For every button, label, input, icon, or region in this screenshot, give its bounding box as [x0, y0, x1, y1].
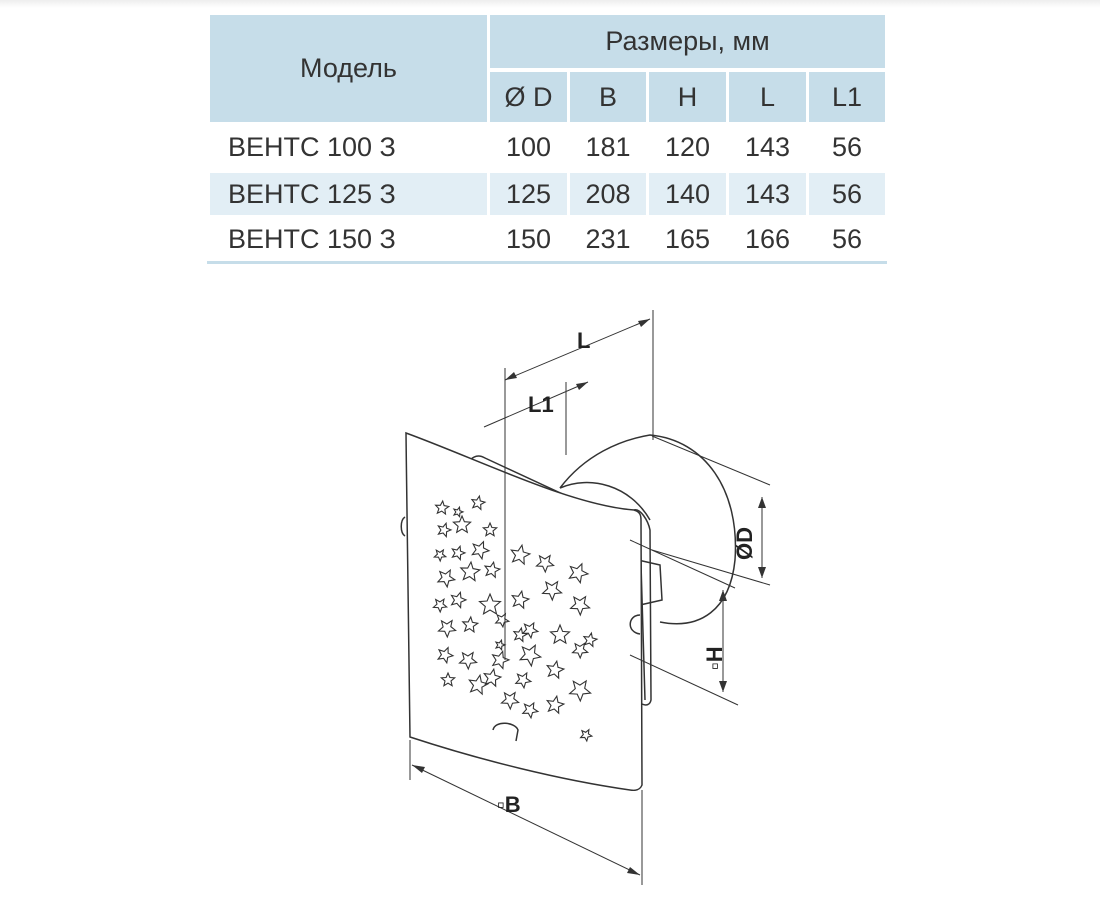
star-cutout — [535, 554, 555, 574]
star-cutout — [569, 595, 591, 617]
star-cutout — [512, 626, 529, 643]
star-cutout — [510, 543, 532, 566]
star-cutout — [521, 701, 540, 720]
star-cutout — [521, 621, 540, 640]
table-cell: 120 — [664, 132, 711, 162]
sizes-group-header: Размеры, мм — [490, 15, 885, 68]
table-cell: 140 — [649, 173, 726, 215]
star-cutout — [471, 540, 491, 561]
table-cell: 143 — [729, 173, 806, 215]
star-cutout — [579, 728, 594, 743]
star-cutout — [436, 568, 457, 589]
column-header-b: B — [570, 72, 646, 122]
star-cutout — [510, 589, 531, 610]
table-cell: 56 — [831, 132, 863, 162]
table-bottom-border — [207, 261, 887, 264]
label-b: ▫B — [497, 792, 521, 817]
star-cutout — [452, 514, 472, 534]
star-cutout — [491, 650, 511, 670]
table-cell: 100 — [505, 132, 552, 162]
table-cell: 166 — [744, 223, 791, 254]
table-cell: 143 — [744, 132, 791, 162]
star-cutout — [437, 619, 457, 639]
star-cutout — [459, 560, 482, 582]
column-header-h: H — [649, 72, 726, 122]
label-l: L — [577, 328, 590, 353]
table-cell: 231 — [585, 223, 631, 254]
star-cutout — [481, 521, 499, 537]
column-header-l: L — [729, 72, 806, 122]
star-cutout — [568, 679, 592, 703]
table-cell: 56 — [809, 173, 885, 215]
star-cutout — [483, 560, 502, 579]
star-cutout — [545, 694, 566, 715]
star-cutout — [470, 494, 487, 511]
star-cutout — [432, 598, 449, 614]
star-cutout — [468, 673, 490, 696]
star-cutout — [541, 580, 563, 602]
star-cutout — [582, 631, 599, 648]
star-cutout — [500, 691, 520, 711]
table-row-model: ВЕНТС 150 З — [228, 223, 396, 254]
label-h: ▫H — [702, 646, 727, 670]
table-row-model: ВЕНТС 125 З — [210, 173, 487, 215]
star-cutout — [452, 505, 465, 519]
star-cutout — [478, 592, 502, 616]
star-cutout — [437, 521, 453, 538]
label-d: ØD — [732, 527, 757, 560]
table-cell: 181 — [585, 132, 631, 162]
dimension-lines — [409, 310, 771, 885]
star-cutout — [482, 667, 503, 688]
star-cutout — [458, 651, 478, 671]
star-cutout — [514, 671, 533, 690]
label-l1: L1 — [528, 392, 554, 417]
star-cutout — [434, 499, 451, 516]
star-cutout — [571, 642, 590, 660]
table-cell: 208 — [570, 173, 646, 215]
column-header-d: Ø D — [490, 72, 567, 122]
top-shadow — [0, 0, 1100, 8]
star-cutout — [545, 659, 566, 680]
star-cutout — [568, 562, 590, 585]
fan-outline — [400, 431, 737, 792]
table-row-model: ВЕНТС 100 З — [228, 132, 396, 162]
column-header-l1: L1 — [809, 72, 885, 122]
star-cutout — [494, 638, 507, 652]
dimension-arrows — [412, 319, 766, 875]
star-cutout — [451, 544, 467, 561]
star-cutout — [549, 623, 571, 645]
star-cutout — [450, 591, 468, 609]
table-cell: 56 — [831, 223, 863, 254]
star-cutout — [439, 671, 457, 687]
star-cutout — [461, 615, 480, 634]
star-pattern — [432, 494, 599, 743]
star-cutout — [494, 612, 511, 629]
table-cell: 125 — [490, 173, 567, 215]
star-cutout — [518, 644, 543, 668]
table-cell: 150 — [505, 223, 552, 254]
table-cell: 165 — [664, 223, 711, 254]
model-header: Модель — [210, 15, 487, 122]
star-cutout — [432, 548, 448, 563]
star-cutout — [436, 646, 455, 665]
